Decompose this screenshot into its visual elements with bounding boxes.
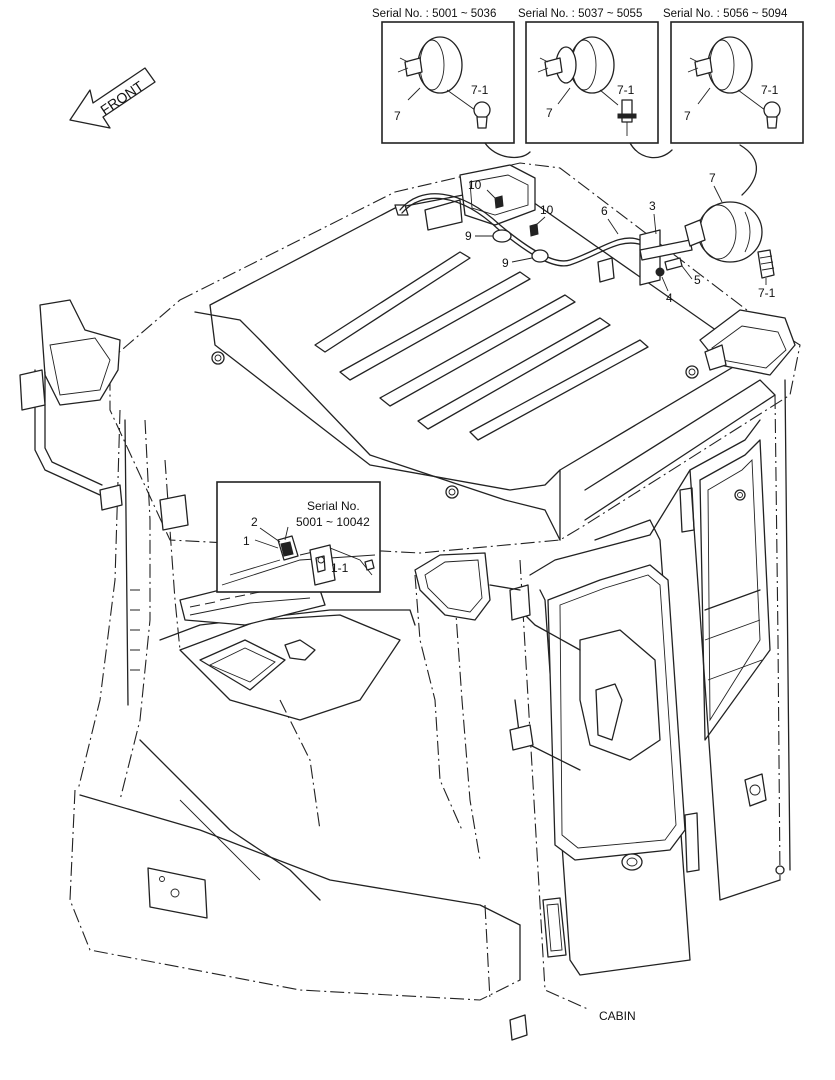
part-label-7-box2: 7 xyxy=(546,106,553,120)
part-label-6: 6 xyxy=(601,204,608,218)
front-arrow: FRONT xyxy=(69,67,156,129)
roof-bolts xyxy=(211,351,746,501)
part-label-7-main: 7 xyxy=(709,171,716,185)
part-label-10-b: 10 xyxy=(540,203,554,217)
switch-inset-box xyxy=(216,481,381,593)
part-label-9-b: 9 xyxy=(502,256,509,270)
part-label-5: 5 xyxy=(694,273,701,287)
part-label-9-a: 9 xyxy=(465,229,472,243)
cabin-body xyxy=(19,162,801,1041)
serial-label-1: Serial No. : 5001 ~ 5036 xyxy=(372,8,496,20)
cabin-label: CABIN xyxy=(599,1009,636,1023)
part-number-labels: 7 7-1 7 7-1 7 7-1 10 10 9 9 6 3 4 5 7 7-… xyxy=(243,83,779,1023)
part-label-1: 1 xyxy=(243,534,250,548)
part-label-4: 4 xyxy=(666,291,673,305)
inset-serial-title: Serial No. xyxy=(307,499,360,513)
part-label-7-box3: 7 xyxy=(684,109,691,123)
part-label-7-1-box3: 7-1 xyxy=(761,83,779,97)
serial-variant-box-2 xyxy=(525,21,659,144)
serial-labels: Serial No. : 5001 ~ 5036 Serial No. : 50… xyxy=(372,8,788,20)
work-lamp-assembly xyxy=(399,193,775,286)
part-label-2: 2 xyxy=(251,515,258,529)
serial-label-2: Serial No. : 5037 ~ 5055 xyxy=(518,8,642,20)
part-label-10-a: 10 xyxy=(468,178,482,192)
serial-variant-box-3 xyxy=(670,21,804,144)
part-label-7-box1: 7 xyxy=(394,109,401,123)
serial-variant-box-1 xyxy=(381,21,515,144)
part-label-7-1-box1: 7-1 xyxy=(471,83,489,97)
part-label-1-1: 1-1 xyxy=(331,561,349,575)
part-label-7-1-box2: 7-1 xyxy=(617,83,635,97)
serial-label-3: Serial No. : 5056 ~ 5094 xyxy=(663,8,788,20)
part-label-7-1-main: 7-1 xyxy=(758,286,776,300)
variant-callout-arrows xyxy=(484,142,758,196)
inset-serial-range: 5001 ~ 10042 xyxy=(296,515,370,529)
part-label-3: 3 xyxy=(649,199,656,213)
